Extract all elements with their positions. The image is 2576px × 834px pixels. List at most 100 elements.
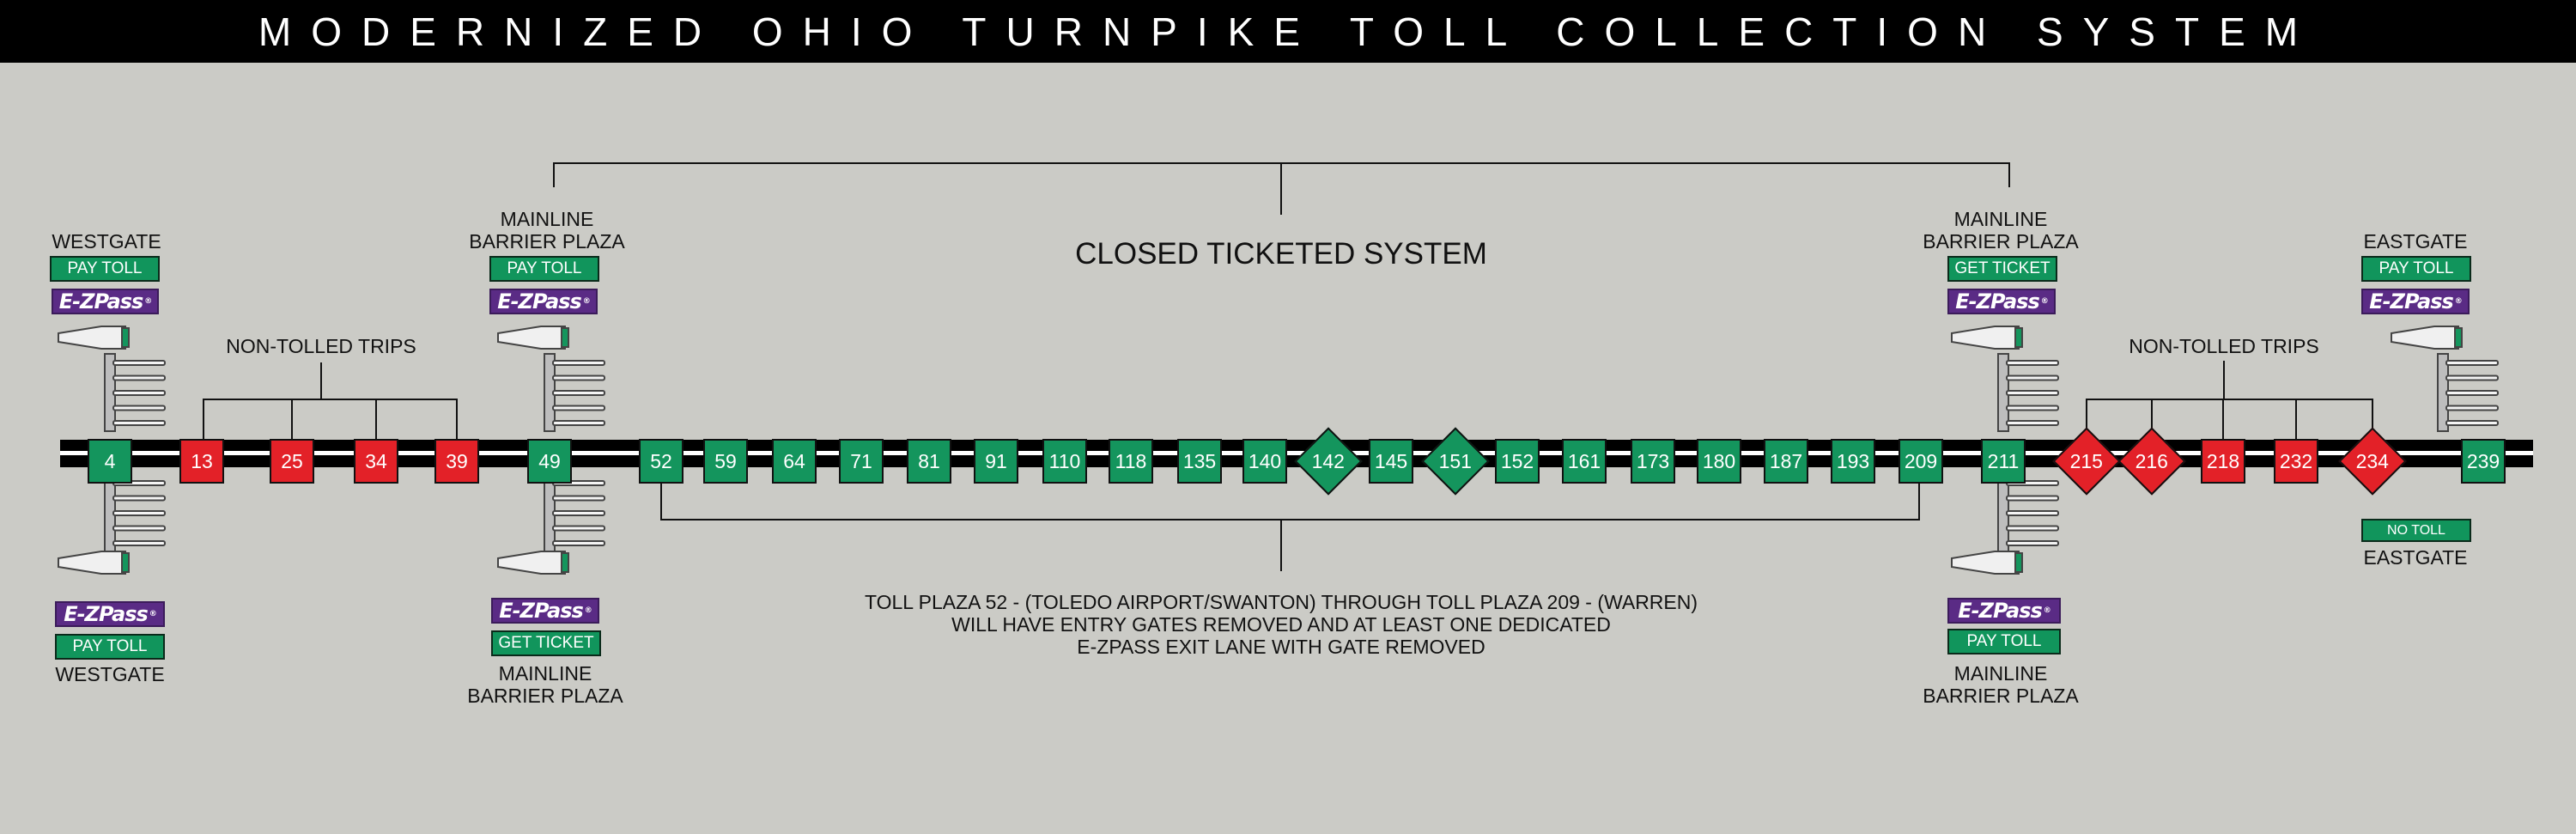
toll-plaza-number: 4 bbox=[104, 449, 116, 472]
toll-plaza-161: 161 bbox=[1562, 439, 1607, 484]
eastgate-top-pay-toll: PAY TOLL bbox=[2361, 256, 2471, 282]
mainline-west-bottom-ezpass-logo: E-ZPass® bbox=[491, 598, 599, 624]
mainline-west-top-label-1: MAINLINE bbox=[500, 208, 594, 230]
westgate-bottom-gate bbox=[58, 473, 166, 575]
ezpass-text: E-ZPass bbox=[58, 289, 144, 314]
mainline-east-bottom-label-2: BARRIER PLAZA bbox=[1923, 685, 2079, 707]
westgate-top-pay-toll: PAY TOLL bbox=[50, 256, 160, 282]
mainline-east-top-label-2: BARRIER PLAZA bbox=[1923, 230, 2079, 253]
toll-plaza-number: 49 bbox=[538, 449, 561, 472]
toll-plaza-number: 64 bbox=[783, 449, 805, 472]
toll-plaza-number: 34 bbox=[365, 449, 387, 472]
toll-plaza-number: 71 bbox=[850, 449, 872, 472]
toll-plaza-number: 142 bbox=[1311, 449, 1346, 472]
toll-plaza-number: 180 bbox=[1702, 449, 1736, 472]
mainline-east-top-get-ticket: GET TICKET bbox=[1947, 256, 2057, 282]
westgate-top-ezpass-logo: E-ZPass® bbox=[52, 289, 159, 314]
ezpass-text: E-ZPass bbox=[1958, 599, 2043, 623]
toll-plaza-number: 239 bbox=[2466, 449, 2500, 472]
diagram-title: MODERNIZED OHIO TURNPIKE TOLL COLLECTION… bbox=[0, 0, 2576, 63]
toll-plaza-number: 187 bbox=[1769, 449, 1803, 472]
toll-plaza-91: 91 bbox=[974, 439, 1018, 484]
toll-plaza-187: 187 bbox=[1764, 439, 1808, 484]
east-non-tolled-label: NON-TOLLED TRIPS bbox=[2129, 335, 2319, 357]
mainline-east-top-gate bbox=[1951, 326, 2059, 432]
mainline-east-bottom-pay-toll: PAY TOLL bbox=[1947, 629, 2061, 654]
toll-plaza-number: 232 bbox=[2279, 449, 2313, 472]
ezpass-text: E-ZPass bbox=[1955, 289, 2040, 314]
toll-plaza-13: 13 bbox=[179, 439, 224, 484]
toll-plaza-232: 232 bbox=[2274, 439, 2318, 484]
toll-plaza-49: 49 bbox=[527, 439, 572, 484]
toll-plaza-173: 173 bbox=[1631, 439, 1675, 484]
toll-plaza-64: 64 bbox=[772, 439, 817, 484]
toll-plaza-number: 81 bbox=[918, 449, 940, 472]
toll-plaza-number: 135 bbox=[1182, 449, 1217, 472]
road-white-stripe bbox=[60, 451, 2533, 455]
mainline-west-top-pay-toll: PAY TOLL bbox=[489, 256, 599, 282]
westgate-bottom-ezpass-logo: E-ZPass® bbox=[55, 601, 165, 627]
note-line-1: TOLL PLAZA 52 - (TOLEDO AIRPORT/SWANTON)… bbox=[864, 591, 1698, 613]
toll-plaza-number: 39 bbox=[446, 449, 468, 472]
toll-plaza-110: 110 bbox=[1042, 439, 1087, 484]
closed-system-label: CLOSED TICKETED SYSTEM bbox=[1075, 237, 1487, 271]
mainline-east-top-label-1: MAINLINE bbox=[1953, 208, 2048, 230]
toll-plaza-number: 118 bbox=[1115, 449, 1147, 472]
mainline-west-top-ezpass-logo: E-ZPass® bbox=[489, 289, 598, 314]
note-line-3: E-ZPASS EXIT LANE WITH GATE REMOVED bbox=[1077, 636, 1485, 658]
note-bracket bbox=[660, 468, 1920, 520]
toll-plaza-number: 218 bbox=[2206, 449, 2240, 472]
eastgate-top-ezpass-logo: E-ZPass® bbox=[2361, 289, 2470, 314]
toll-plaza-218: 218 bbox=[2201, 439, 2245, 484]
toll-plaza-71: 71 bbox=[839, 439, 884, 484]
eastgate-bottom-no-toll: NO TOLL bbox=[2361, 519, 2471, 542]
toll-plaza-193: 193 bbox=[1831, 439, 1875, 484]
toll-plaza-152: 152 bbox=[1495, 439, 1540, 484]
toll-plaza-number: 173 bbox=[1636, 449, 1670, 472]
eastgate-top-label: EASTGATE bbox=[2363, 230, 2468, 253]
mainline-east-bottom-label-1: MAINLINE bbox=[1953, 662, 2048, 685]
westgate-bottom-label: WESTGATE bbox=[55, 663, 165, 685]
mainline-west-bottom-get-ticket: GET TICKET bbox=[491, 630, 601, 656]
toll-plaza-number: 145 bbox=[1374, 449, 1408, 472]
toll-plaza-211: 211 bbox=[1981, 439, 2026, 484]
toll-plaza-25: 25 bbox=[270, 439, 314, 484]
mainline-west-bottom-label-2: BARRIER PLAZA bbox=[467, 685, 623, 707]
westgate-bottom-pay-toll: PAY TOLL bbox=[55, 634, 165, 660]
toll-plaza-number: 211 bbox=[1987, 449, 2020, 472]
mainline-east-bottom-gate bbox=[1951, 473, 2059, 575]
ezpass-text: E-ZPass bbox=[497, 289, 582, 314]
toll-plaza-number: 52 bbox=[650, 449, 672, 472]
mainline-west-top-gate bbox=[497, 326, 605, 432]
toll-plaza-4: 4 bbox=[88, 439, 132, 484]
note-line-2: WILL HAVE ENTRY GATES REMOVED AND AT LEA… bbox=[951, 613, 1611, 636]
east-non-tolled-bracket bbox=[2086, 399, 2373, 440]
eastgate-top-gate bbox=[2391, 326, 2499, 432]
ezpass-text: E-ZPass bbox=[499, 599, 584, 623]
toll-plaza-number: 13 bbox=[191, 449, 213, 472]
mainline-west-bottom-gate bbox=[497, 473, 605, 575]
toll-plaza-34: 34 bbox=[354, 439, 398, 484]
toll-plaza-number: 91 bbox=[985, 449, 1007, 472]
toll-plaza-number: 215 bbox=[2069, 449, 2104, 472]
toll-plaza-number: 59 bbox=[714, 449, 737, 472]
toll-plaza-number: 193 bbox=[1836, 449, 1870, 472]
west-non-tolled-label: NON-TOLLED TRIPS bbox=[226, 335, 416, 357]
toll-plaza-239: 239 bbox=[2461, 439, 2506, 484]
toll-plaza-209: 209 bbox=[1899, 439, 1943, 484]
mainline-west-bottom-label-1: MAINLINE bbox=[498, 662, 592, 685]
toll-plaza-52: 52 bbox=[639, 439, 683, 484]
mainline-east-top-ezpass-logo: E-ZPass® bbox=[1947, 289, 2056, 314]
westgate-top-label: WESTGATE bbox=[52, 230, 161, 253]
toll-plaza-number: 110 bbox=[1048, 449, 1081, 472]
toll-plaza-59: 59 bbox=[703, 439, 748, 484]
toll-plaza-39: 39 bbox=[434, 439, 479, 484]
ezpass-text: E-ZPass bbox=[64, 602, 149, 626]
westgate-top-gate bbox=[58, 326, 166, 432]
toll-plaza-number: 140 bbox=[1248, 449, 1282, 472]
toll-plaza-180: 180 bbox=[1697, 439, 1741, 484]
ezpass-text: E-ZPass bbox=[2369, 289, 2454, 314]
toll-plaza-140: 140 bbox=[1242, 439, 1287, 484]
mainline-west-top-label-2: BARRIER PLAZA bbox=[469, 230, 625, 253]
